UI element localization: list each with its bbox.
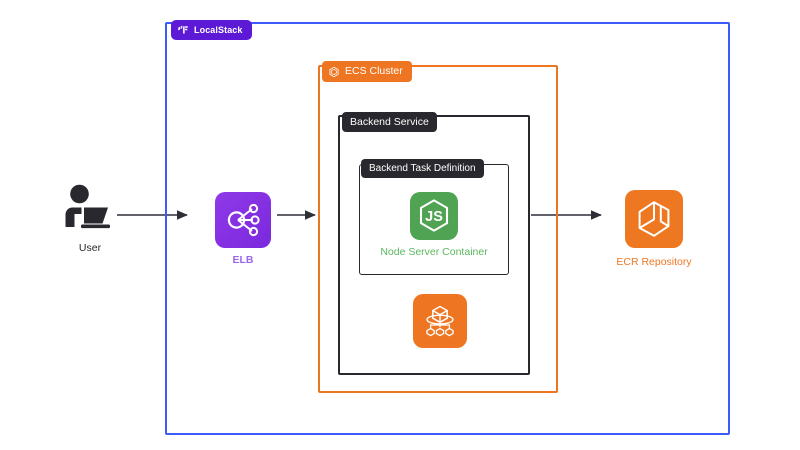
- svg-text:JS: JS: [425, 209, 443, 225]
- ecr-container-box-icon: [638, 201, 670, 237]
- ecr-repository-label: ECR Repository: [616, 256, 692, 268]
- user-icon-tile: [62, 183, 118, 231]
- localstack-boundary: [165, 22, 730, 435]
- elb-icon-tile[interactable]: [215, 192, 271, 248]
- backend-service-tag: Backend Service: [342, 112, 437, 132]
- node-server-container-label: Node Server Container: [380, 246, 488, 258]
- backend-task-definition-tag: Backend Task Definition: [361, 159, 484, 178]
- ecs-cluster-tag: ECS Cluster: [322, 61, 412, 82]
- localstack-logo-icon: [178, 25, 188, 34]
- ecs-cluster-boundary: [318, 65, 558, 393]
- node-elb[interactable]: ELB: [193, 192, 293, 267]
- elb-label: ELB: [232, 254, 254, 266]
- node-ecr-repository[interactable]: ECR Repository: [606, 190, 702, 269]
- localstack-badge: LocalStack: [171, 20, 252, 40]
- elastic-load-balancer-icon: [227, 203, 260, 237]
- nodejs-js-hexagon-icon: JS: [419, 199, 449, 232]
- ecs-cluster-icon: [329, 66, 339, 77]
- node-server-container[interactable]: JS Node Server Container: [380, 192, 488, 259]
- ecs-cluster-label: ECS Cluster: [345, 65, 403, 78]
- localstack-label: LocalStack: [194, 24, 243, 35]
- ecr-icon-tile[interactable]: [625, 190, 683, 248]
- user-label: User: [78, 242, 102, 254]
- node-user: User: [42, 183, 138, 255]
- user-at-laptop-icon: [65, 184, 110, 229]
- backend-task-definition-label: Backend Task Definition: [369, 162, 476, 174]
- backend-service-label: Backend Service: [350, 115, 429, 128]
- nodejs-icon-tile[interactable]: JS: [410, 192, 458, 240]
- node-ecs-task[interactable]: [413, 294, 467, 348]
- ecs-service-cubes-icon: [426, 305, 454, 337]
- ecs-task-icon-tile[interactable]: [413, 294, 467, 348]
